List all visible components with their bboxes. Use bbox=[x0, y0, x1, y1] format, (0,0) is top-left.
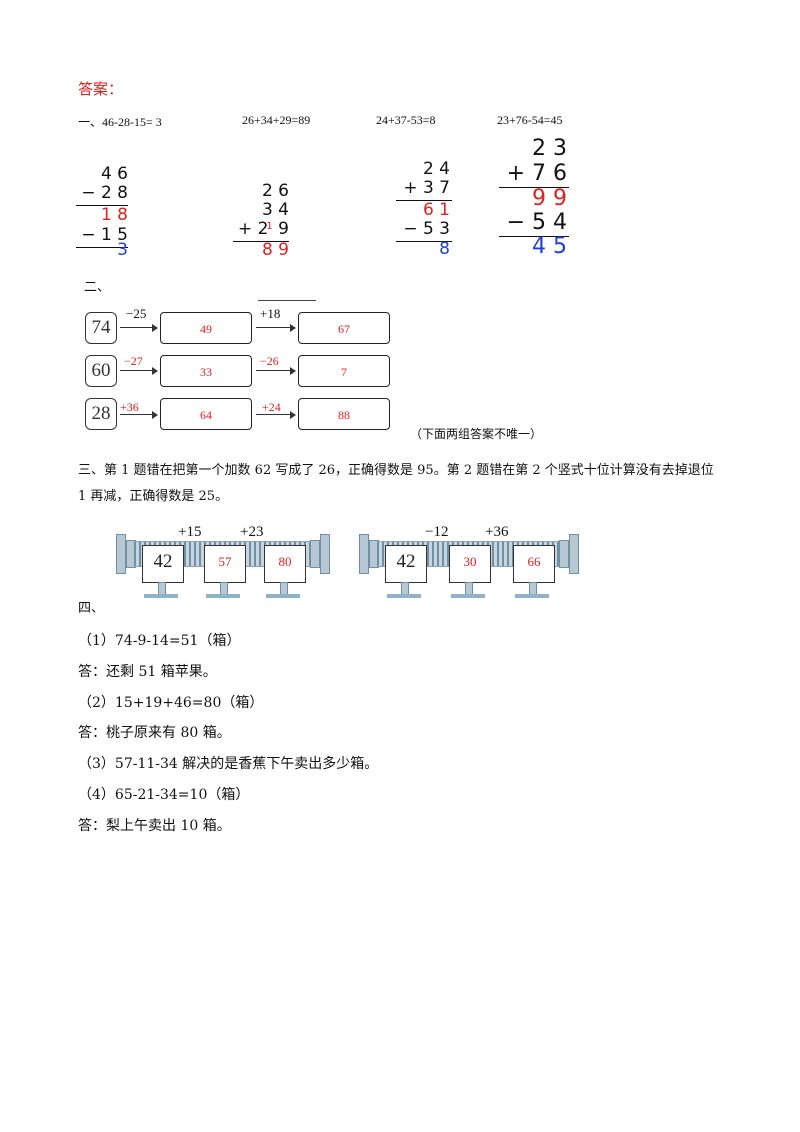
section4-line-1: （1）74-9-14=51（箱） bbox=[78, 633, 241, 649]
chain-op-2b: −26 bbox=[260, 354, 279, 368]
machine-2-op2: +36 bbox=[485, 524, 509, 540]
section3-line-2: 1 再减，正确得数是 25。 bbox=[78, 489, 229, 504]
machine-1-op1: +15 bbox=[178, 524, 202, 540]
answer-title: 答案： bbox=[78, 80, 124, 98]
chain-op-3a: +36 bbox=[120, 400, 139, 414]
chain-op-2a: −27 bbox=[124, 354, 143, 368]
chain-start-1: 74 bbox=[85, 312, 117, 344]
arrow-icon bbox=[120, 366, 158, 375]
machine-2-answer1: 30 bbox=[449, 545, 491, 583]
equation-4: 23+76-54=45 bbox=[497, 113, 563, 127]
section4-label: 四、 bbox=[78, 601, 105, 616]
chain-answer-1a: 49 bbox=[160, 312, 252, 344]
section4-line-3: （2）15+19+46=80（箱） bbox=[78, 695, 264, 711]
arrow-icon bbox=[120, 323, 158, 332]
chain-panel: 74 −25 49 +18 67 60 −27 33 −26 7 28 +36 … bbox=[82, 302, 412, 432]
vertical-calc-2: 2 6 3 4 + 21 9 8 9 bbox=[225, 182, 295, 262]
chain-op-3b: +24 bbox=[262, 400, 281, 414]
vertical-calc-4: 2 3 + 7 6 9 9 − 5 4 4 5 bbox=[495, 137, 575, 262]
arrow-icon bbox=[256, 366, 296, 375]
arrow-icon bbox=[256, 410, 296, 419]
arrow-icon bbox=[256, 323, 296, 332]
section4-line-5: （3）57-11-34 解决的是香蕉下午卖出多少箱。 bbox=[78, 756, 379, 772]
section4-line-6: （4）65-21-34=10（箱） bbox=[78, 787, 250, 803]
divider bbox=[258, 300, 316, 301]
machine-2-answer2: 66 bbox=[513, 545, 555, 583]
note: （下面两组答案不唯一） bbox=[410, 427, 543, 441]
arrow-icon bbox=[120, 410, 158, 419]
vertical-calc-1: 4 6 − 2 8 1 8 − 1 5 3 bbox=[70, 165, 130, 265]
equation-3: 24+37-53=8 bbox=[376, 113, 436, 127]
section3-line-1: 三、第 1 题错在把第一个加数 62 写成了 26，正确得数是 95。第 2 题… bbox=[78, 463, 714, 478]
chain-answer-3a: 64 bbox=[160, 398, 252, 430]
chain-start-2: 60 bbox=[85, 355, 117, 387]
chain-op-1b: +18 bbox=[260, 306, 281, 321]
chain-answer-2a: 33 bbox=[160, 355, 252, 387]
section1-label-equation-1: 一、46-28-15= 3 bbox=[78, 115, 162, 129]
chain-op-1a: −25 bbox=[126, 306, 147, 321]
machine-1-answer2: 80 bbox=[264, 545, 306, 583]
equation-2: 26+34+29=89 bbox=[242, 113, 311, 127]
chain-answer-2b: 7 bbox=[298, 355, 390, 387]
machine-2-op1: −12 bbox=[425, 524, 449, 540]
machine-1-op2: +23 bbox=[240, 524, 264, 540]
machine-1-start: 42 bbox=[142, 545, 184, 583]
chain-answer-1b: 67 bbox=[298, 312, 390, 344]
section2-label: 二、 bbox=[84, 280, 111, 295]
machine-figure-1: 42 +15 57 +23 80 bbox=[112, 520, 330, 598]
chain-start-3: 28 bbox=[85, 398, 117, 430]
section4-line-4: 答：桃子原来有 80 箱。 bbox=[78, 725, 231, 741]
section4-line-7: 答：梨上午卖出 10 箱。 bbox=[78, 818, 231, 834]
section4-line-2: 答：还剩 51 箱苹果。 bbox=[78, 664, 217, 680]
machine-figure-2: 42 −12 30 +36 66 bbox=[355, 520, 580, 598]
vertical-calc-3: 2 4 + 3 7 6 1 − 5 3 8 bbox=[390, 160, 460, 260]
machine-2-start: 42 bbox=[385, 545, 427, 583]
chain-answer-3b: 88 bbox=[298, 398, 390, 430]
machine-1-answer1: 57 bbox=[204, 545, 246, 583]
